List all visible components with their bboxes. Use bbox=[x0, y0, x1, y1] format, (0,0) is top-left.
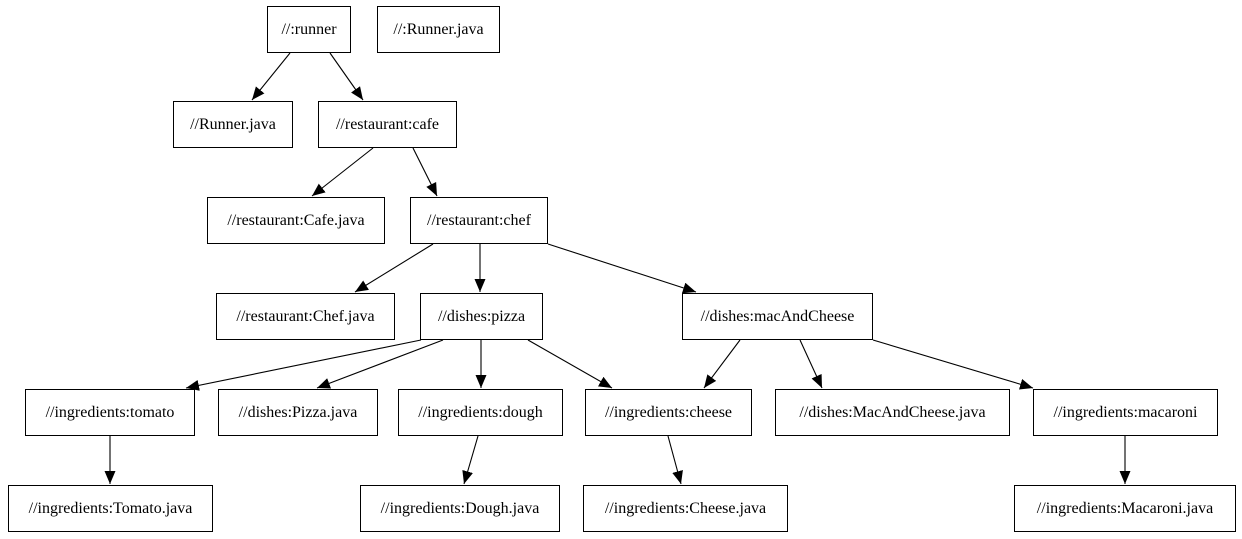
edge-mac-and-cheese-to-macaroni bbox=[872, 339, 1034, 390]
node-runner-java: //Runner.java bbox=[173, 101, 293, 148]
edge-cafe-to-cafe-java bbox=[311, 147, 374, 197]
node-pizza-java: //dishes:Pizza.java bbox=[218, 389, 378, 436]
edge-dough-to-dough-java bbox=[462, 435, 479, 485]
edge-mac-and-cheese-to-cheese bbox=[703, 339, 741, 389]
edge-chef-to-mac-and-cheese bbox=[547, 243, 697, 294]
node-runner: //:runner bbox=[267, 6, 351, 53]
node-tomato-java: //ingredients:Tomato.java bbox=[8, 485, 213, 532]
node-mac-and-cheese-java: //dishes:MacAndCheese.java bbox=[775, 389, 1010, 436]
node-cafe-java: //restaurant:Cafe.java bbox=[207, 197, 385, 244]
edge-pizza-to-cheese bbox=[527, 339, 613, 389]
edge-mac-and-cheese-to-mac-and-cheese-java bbox=[799, 339, 823, 389]
node-chef: //restaurant:chef bbox=[410, 197, 548, 244]
node-dough: //ingredients:dough bbox=[398, 389, 563, 436]
node-macaroni: //ingredients:macaroni bbox=[1033, 389, 1218, 436]
edge-cheese-to-cheese-java bbox=[667, 435, 683, 485]
node-tomato: //ingredients:tomato bbox=[25, 389, 195, 436]
node-mac-and-cheese: //dishes:macAndCheese bbox=[682, 293, 873, 340]
node-cheese-java: //ingredients:Cheese.java bbox=[583, 485, 788, 532]
node-runner-java-target: //:Runner.java bbox=[377, 6, 500, 53]
node-dough-java: //ingredients:Dough.java bbox=[360, 485, 560, 532]
edge-cafe-to-chef bbox=[412, 147, 438, 197]
node-cheese: //ingredients:cheese bbox=[585, 389, 752, 436]
node-macaroni-java: //ingredients:Macaroni.java bbox=[1014, 485, 1236, 532]
edge-pizza-to-tomato bbox=[185, 339, 422, 391]
edge-runner-to-runner-java bbox=[251, 52, 291, 101]
node-cafe: //restaurant:cafe bbox=[318, 101, 457, 148]
node-pizza: //dishes:pizza bbox=[420, 293, 543, 340]
node-chef-java: //restaurant:Chef.java bbox=[216, 293, 395, 340]
edge-chef-to-chef-java bbox=[354, 243, 434, 293]
edge-pizza-to-pizza-java bbox=[316, 339, 444, 389]
edge-runner-to-cafe bbox=[329, 52, 364, 101]
